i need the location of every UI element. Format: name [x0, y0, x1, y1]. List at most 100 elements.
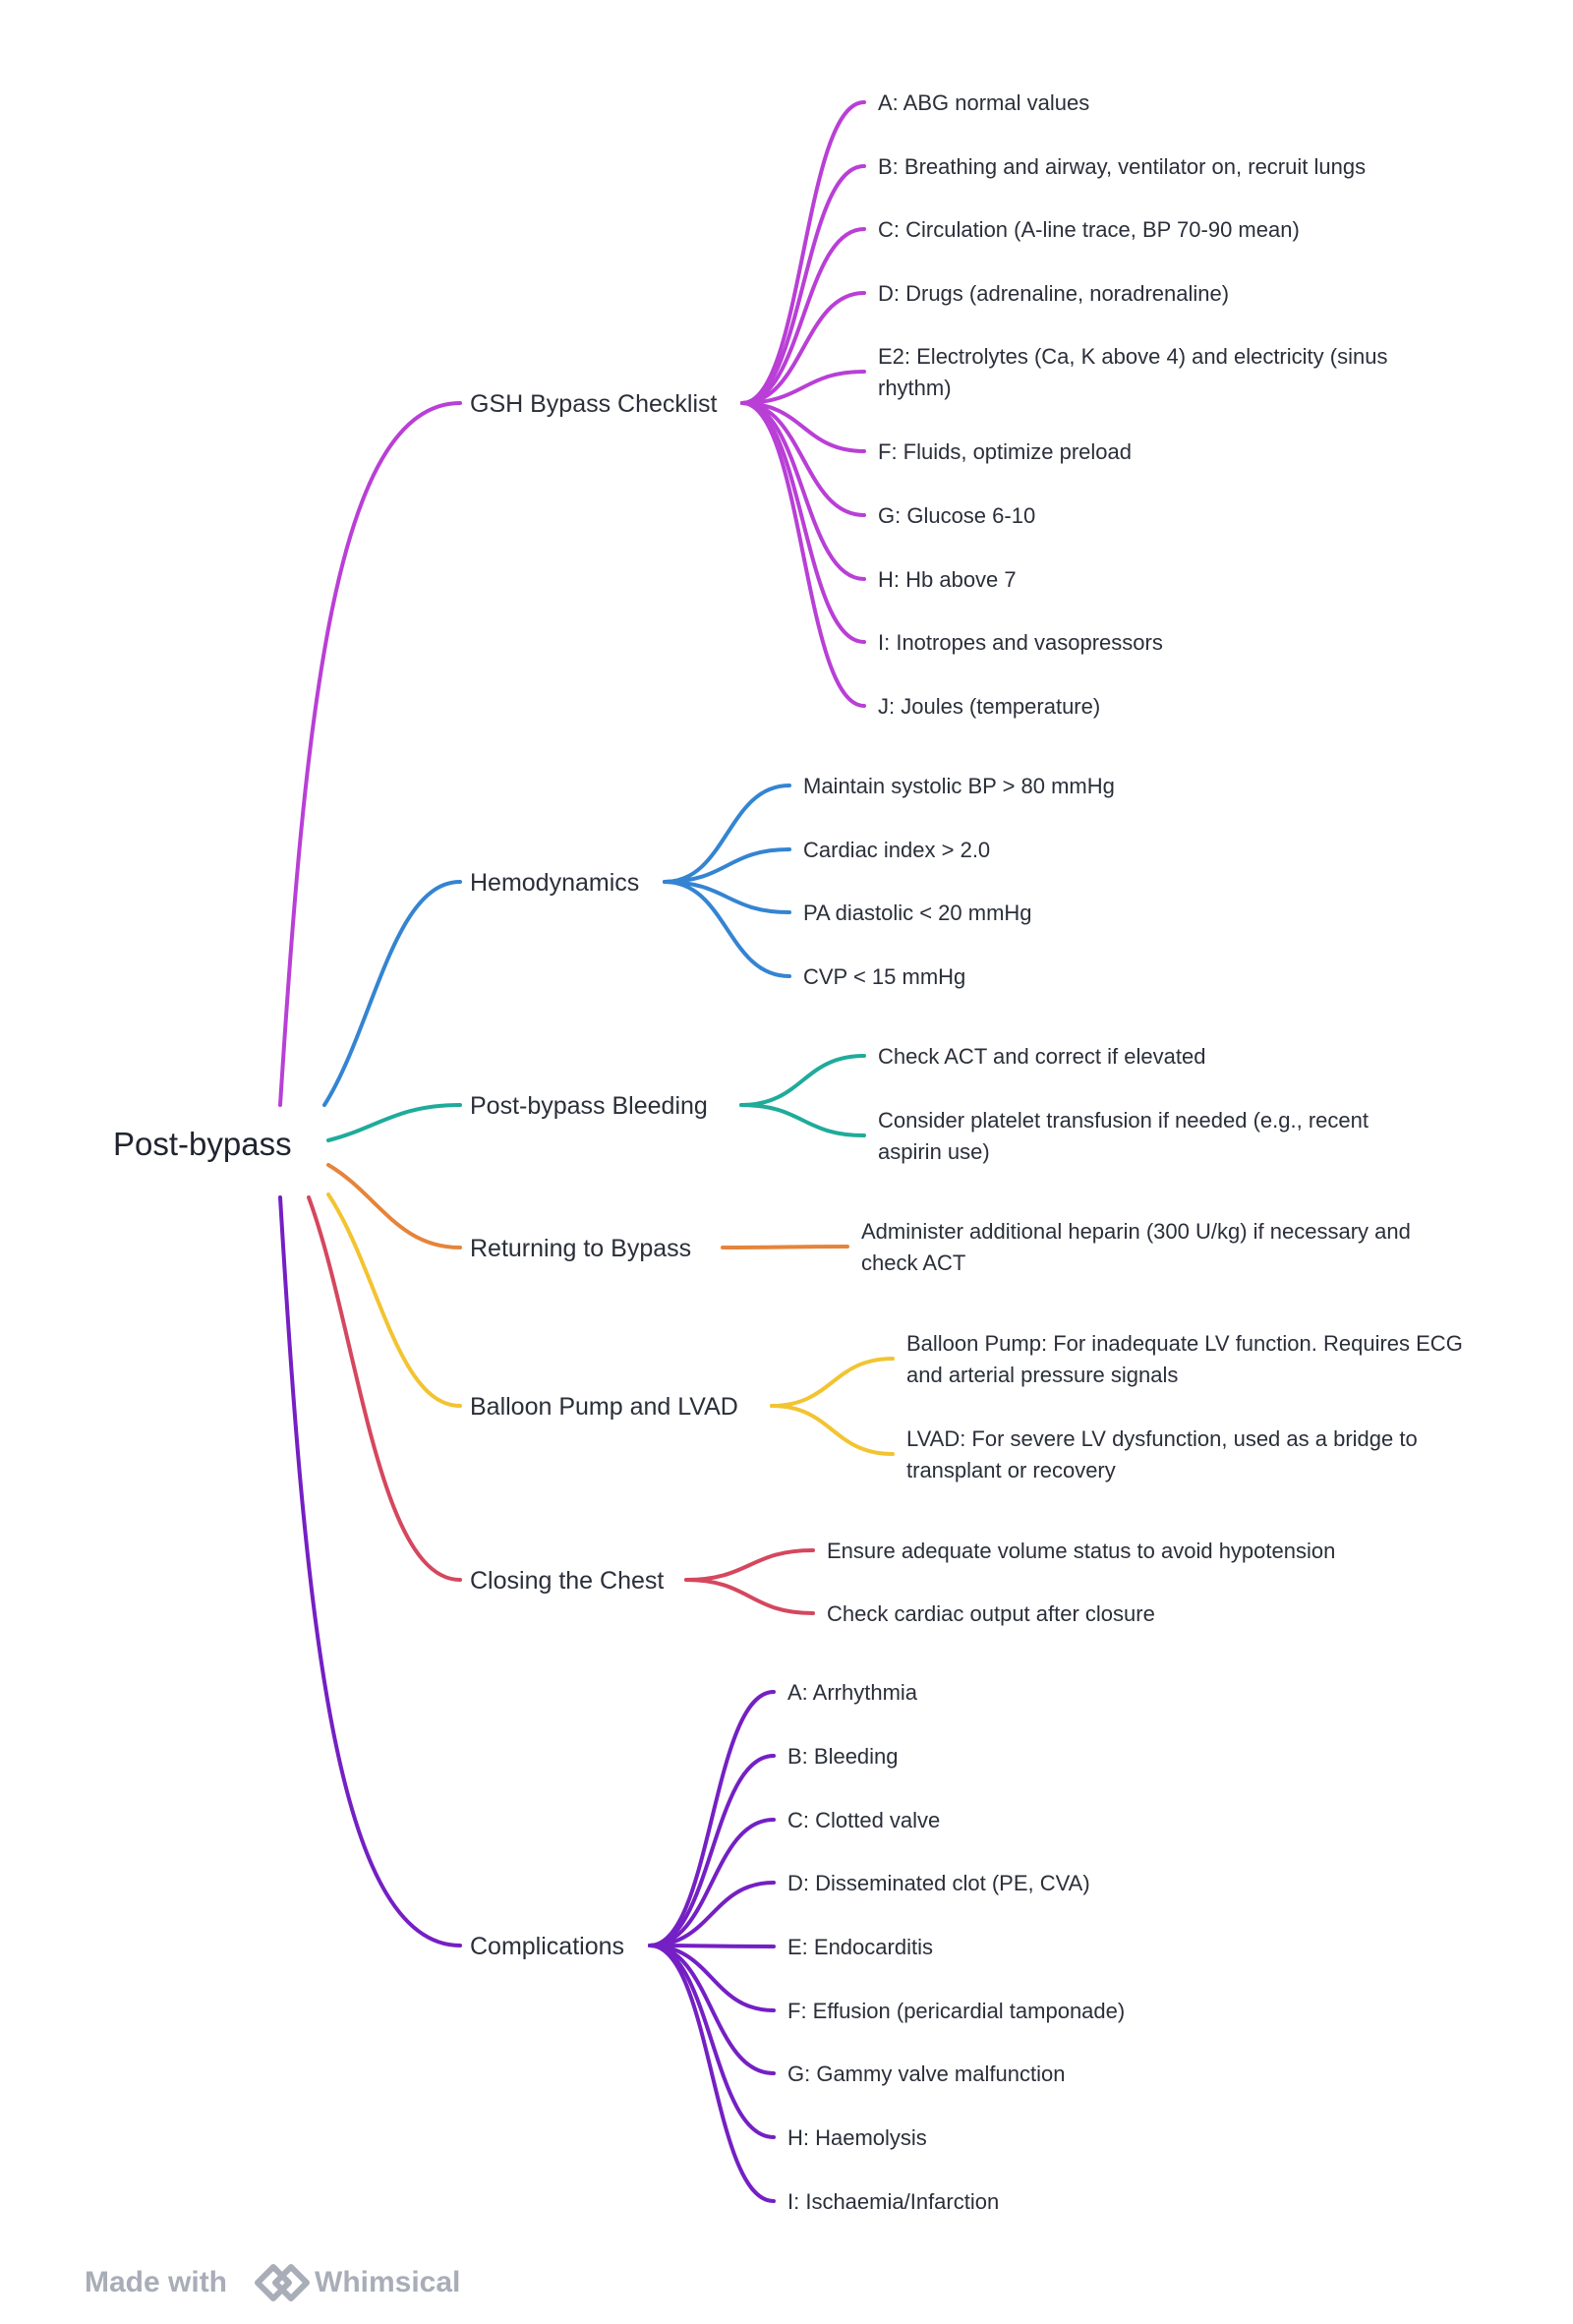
leaf-node-label: E2: Electrolytes (Ca, K above 4) and ele… — [878, 344, 1387, 369]
branch-node-label[interactable]: GSH Bypass Checklist — [470, 390, 718, 418]
leaf-node[interactable]: Ensure adequate volume status to avoid h… — [827, 1539, 1335, 1563]
leaf-node[interactable]: Consider platelet transfusion if needed … — [878, 1108, 1369, 1164]
connector-branch-to-leaf — [648, 1690, 776, 1947]
leaf-node-label: check ACT — [861, 1250, 965, 1275]
leaf-node-label: J: Joules (temperature) — [878, 694, 1100, 719]
whimsical-logo-icon — [255, 2264, 310, 2301]
leaf-node-label: C: Clotted valve — [787, 1808, 940, 1832]
connector-branch-to-leaf — [770, 1357, 895, 1408]
connector-branch-to-leaf — [739, 1103, 866, 1137]
leaf-node-label: CVP < 15 mmHg — [803, 964, 965, 989]
branch-node-label[interactable]: Hemodynamics — [470, 869, 639, 897]
leaf-node-label: D: Drugs (adrenaline, noradrenaline) — [878, 281, 1229, 306]
leaf-node[interactable]: LVAD: For severe LV dysfunction, used as… — [906, 1426, 1418, 1482]
connector-branch-to-leaf — [663, 880, 791, 914]
leaf-node-label: Check cardiac output after closure — [827, 1601, 1155, 1626]
leaf-node-label: aspirin use) — [878, 1139, 990, 1164]
leaf-node[interactable]: C: Circulation (A-line trace, BP 70-90 m… — [878, 217, 1300, 242]
leaf-node[interactable]: A: ABG normal values — [878, 90, 1089, 115]
leaf-node[interactable]: I: Ischaemia/Infarction — [787, 2189, 999, 2214]
connector-branch-to-leaf — [648, 1944, 776, 2012]
connector-branch-to-leaf — [740, 227, 866, 405]
leaf-node[interactable]: Cardiac index > 2.0 — [803, 838, 990, 862]
leaf-node[interactable]: D: Drugs (adrenaline, noradrenaline) — [878, 281, 1229, 306]
root-node-label[interactable]: Post-bypass — [113, 1126, 292, 1162]
connector-branch-to-leaf — [740, 401, 866, 517]
branch-node-label[interactable]: Balloon Pump and LVAD — [470, 1393, 738, 1421]
leaf-node-label: D: Disseminated clot (PE, CVA) — [787, 1871, 1090, 1895]
leaf-node[interactable]: A: Arrhythmia — [787, 1680, 918, 1705]
connector-branch-to-leaf — [740, 100, 866, 405]
connector-branch-to-leaf — [721, 1245, 849, 1249]
leaf-node[interactable]: PA diastolic < 20 mmHg — [803, 901, 1032, 925]
leaf-node[interactable]: E: Endocarditis — [787, 1935, 933, 1959]
branch-node-label[interactable]: Returning to Bypass — [470, 1235, 691, 1262]
leaf-node[interactable]: B: Breathing and airway, ventilator on, … — [878, 154, 1366, 179]
leaf-node-label: I: Inotropes and vasopressors — [878, 630, 1163, 655]
connector-root-to-branch-6 — [278, 1195, 462, 1947]
leaf-node[interactable]: Check ACT and correct if elevated — [878, 1044, 1205, 1069]
leaf-node-label: Maintain systolic BP > 80 mmHg — [803, 774, 1115, 798]
leaf-node[interactable]: H: Hb above 7 — [878, 567, 1017, 592]
connector-root-to-branch-2 — [326, 1103, 462, 1142]
connector-branch-to-leaf — [648, 1944, 776, 2203]
leaf-node-label: Ensure adequate volume status to avoid h… — [827, 1539, 1335, 1563]
connector-branch-to-leaf — [740, 401, 866, 453]
leaf-node-label: Balloon Pump: For inadequate LV function… — [906, 1331, 1463, 1356]
leaf-node-label: H: Hb above 7 — [878, 567, 1017, 592]
branch-node-label[interactable]: Closing the Chest — [470, 1567, 664, 1595]
connector-branch-to-leaf — [740, 164, 866, 405]
connector-branch-to-leaf — [740, 401, 866, 644]
connector-branch-to-leaf — [648, 1944, 776, 2075]
footer-watermark: Made with Whimsical — [85, 2264, 460, 2301]
leaf-node-label: transplant or recovery — [906, 1458, 1116, 1482]
leaf-node[interactable]: B: Bleeding — [787, 1744, 899, 1769]
leaf-node-label: LVAD: For severe LV dysfunction, used as… — [906, 1426, 1418, 1451]
leaf-node[interactable]: Check cardiac output after closure — [827, 1601, 1155, 1626]
connector-branch-to-leaf — [740, 401, 866, 708]
leaf-node[interactable]: G: Gammy valve malfunction — [787, 2062, 1065, 2086]
leaf-node[interactable]: D: Disseminated clot (PE, CVA) — [787, 1871, 1090, 1895]
leaf-node[interactable]: F: Fluids, optimize preload — [878, 439, 1132, 464]
leaf-node-label: A: Arrhythmia — [787, 1680, 918, 1705]
leaf-node-label: G: Gammy valve malfunction — [787, 2062, 1065, 2086]
connector-branch-to-leaf — [684, 1548, 815, 1582]
leaf-node[interactable]: J: Joules (temperature) — [878, 694, 1100, 719]
leaf-node-label: Cardiac index > 2.0 — [803, 838, 990, 862]
leaf-node[interactable]: Administer additional heparin (300 U/kg)… — [861, 1219, 1411, 1275]
leaf-node-label: F: Effusion (pericardial tamponade) — [787, 1999, 1125, 2023]
connector-branch-to-leaf — [648, 1944, 776, 2139]
connector-root-to-branch-0 — [278, 401, 462, 1107]
leaf-node[interactable]: G: Glucose 6-10 — [878, 503, 1035, 528]
leaf-node[interactable]: Maintain systolic BP > 80 mmHg — [803, 774, 1115, 798]
leaf-node-label: I: Ischaemia/Infarction — [787, 2189, 999, 2214]
leaf-node-label: Check ACT and correct if elevated — [878, 1044, 1205, 1069]
connector-branch-to-leaf — [740, 291, 866, 405]
connector-branch-to-leaf — [739, 1054, 866, 1107]
leaf-node-label: B: Breathing and airway, ventilator on, … — [878, 154, 1366, 179]
leaf-node[interactable]: CVP < 15 mmHg — [803, 964, 965, 989]
leaf-node-label: H: Haemolysis — [787, 2125, 927, 2150]
connector-branch-to-leaf — [663, 847, 791, 884]
leaf-node-label: PA diastolic < 20 mmHg — [803, 901, 1032, 925]
connector-branch-to-leaf — [740, 370, 866, 405]
leaf-node[interactable]: Balloon Pump: For inadequate LV function… — [906, 1331, 1463, 1387]
leaf-node-label: F: Fluids, optimize preload — [878, 439, 1132, 464]
leaf-node[interactable]: H: Haemolysis — [787, 2125, 927, 2150]
branch-node-label[interactable]: Post-bypass Bleeding — [470, 1092, 708, 1120]
branch-node-label[interactable]: Complications — [470, 1933, 624, 1960]
leaf-node-label: Consider platelet transfusion if needed … — [878, 1108, 1369, 1133]
leaf-node[interactable]: I: Inotropes and vasopressors — [878, 630, 1163, 655]
connector-layer — [278, 100, 895, 2203]
leaf-node-label: E: Endocarditis — [787, 1935, 933, 1959]
leaf-node-label: C: Circulation (A-line trace, BP 70-90 m… — [878, 217, 1300, 242]
connector-branch-to-leaf — [648, 1881, 776, 1947]
connector-root-to-branch-1 — [322, 880, 462, 1107]
footer-made-with: Made with — [85, 2266, 227, 2298]
leaf-node[interactable]: F: Effusion (pericardial tamponade) — [787, 1999, 1125, 2023]
connector-branch-to-leaf — [663, 880, 791, 978]
leaf-node[interactable]: E2: Electrolytes (Ca, K above 4) and ele… — [878, 344, 1387, 400]
leaf-node[interactable]: C: Clotted valve — [787, 1808, 940, 1832]
